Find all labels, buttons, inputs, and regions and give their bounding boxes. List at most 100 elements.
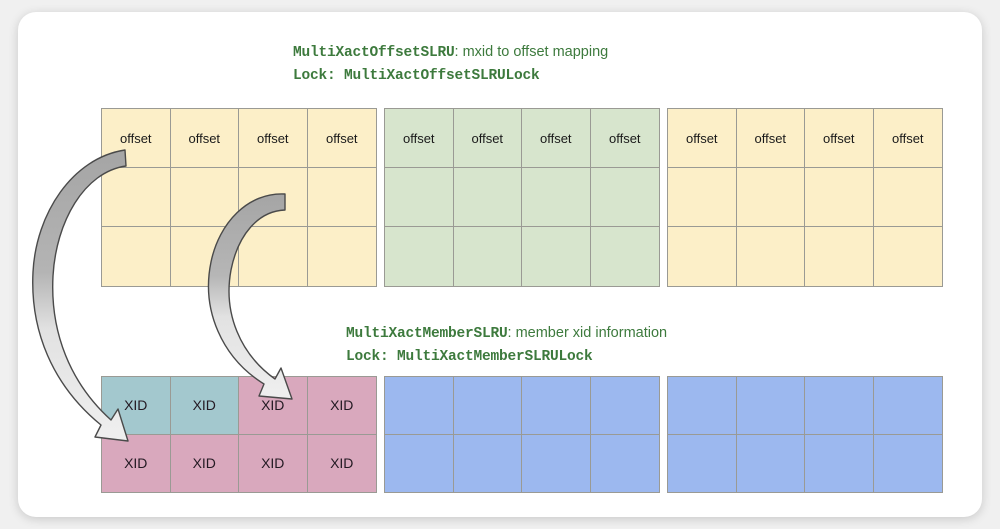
page-row: offset offset offset offset: [385, 109, 659, 168]
member-cell[interactable]: XID: [170, 377, 239, 435]
offset-cell[interactable]: offset: [668, 227, 737, 286]
member-cell[interactable]: [805, 377, 874, 435]
offset-cell[interactable]: offset: [170, 227, 239, 286]
member-cell[interactable]: [453, 434, 522, 492]
offset-cell[interactable]: offset: [736, 227, 805, 286]
member-cell[interactable]: [668, 377, 737, 435]
offset-block-2: offsetoffsetoffsetoffsetoffsetoffsetoffs…: [384, 108, 660, 287]
member-cell[interactable]: XID: [170, 434, 239, 492]
offset-cell[interactable]: offset: [102, 109, 171, 168]
page-row: [385, 377, 659, 435]
offset-cell[interactable]: offset: [873, 109, 942, 168]
offset-block-1: offsetoffsetoffsetoffsetoffsetoffsetoffs…: [101, 108, 377, 287]
member-cell[interactable]: [522, 434, 591, 492]
offset-cell[interactable]: offset: [307, 109, 376, 168]
offset-cell[interactable]: offset: [522, 227, 591, 286]
offset-cell[interactable]: offset: [805, 227, 874, 286]
offset-cell[interactable]: offset: [668, 109, 737, 168]
page-row: XID XID XID XID: [102, 377, 376, 435]
member-cell[interactable]: [522, 377, 591, 435]
member-block-3: [667, 376, 943, 493]
offset-cell-label: offset: [754, 130, 787, 146]
offset-cell-label: offset: [685, 130, 718, 146]
offset-cell[interactable]: offset: [239, 227, 308, 286]
member-slru-title-line: MultiXactMemberSLRU: member xid informat…: [346, 322, 667, 345]
offset-cell-label: offset: [402, 130, 435, 146]
member-cell[interactable]: [805, 434, 874, 492]
offset-cell-label: offset: [325, 130, 358, 146]
member-slru-heading: MultiXactMemberSLRU: member xid informat…: [346, 322, 667, 368]
member-cell[interactable]: [590, 377, 659, 435]
offset-cell[interactable]: offset: [873, 227, 942, 286]
member-cell[interactable]: [873, 377, 942, 435]
offset-cell-label: offset: [822, 130, 855, 146]
offset-cell[interactable]: offset: [522, 168, 591, 227]
member-cell-label: XID: [261, 397, 285, 414]
member-cell-label: XID: [124, 397, 148, 414]
offset-cell[interactable]: offset: [239, 109, 308, 168]
offset-slru-lock-line: Lock: MultiXactOffsetSLRULock: [293, 64, 608, 87]
offset-cell[interactable]: offset: [590, 109, 659, 168]
member-cell[interactable]: [736, 434, 805, 492]
offset-cell[interactable]: offset: [873, 168, 942, 227]
page-row: offset offset offset offset: [668, 109, 942, 168]
member-cell[interactable]: XID: [239, 434, 308, 492]
offset-cell[interactable]: offset: [805, 168, 874, 227]
member-cell-label: XID: [192, 455, 216, 472]
offset-cell[interactable]: offset: [239, 168, 308, 227]
offset-cell[interactable]: offset: [385, 168, 454, 227]
offset-cell[interactable]: offset: [385, 227, 454, 286]
offset-cell[interactable]: offset: [102, 168, 171, 227]
offset-slru-lock-prefix: Lock:: [293, 68, 345, 84]
offset-slru-name: MultiXactOffsetSLRU: [293, 45, 455, 61]
offset-cell[interactable]: offset: [102, 227, 171, 286]
offset-cell[interactable]: offset: [590, 168, 659, 227]
offset-cell[interactable]: offset: [805, 109, 874, 168]
offset-cell[interactable]: offset: [453, 168, 522, 227]
offset-cell-label: offset: [539, 130, 572, 146]
offset-cell[interactable]: offset: [453, 109, 522, 168]
offset-cell[interactable]: offset: [736, 168, 805, 227]
member-slru-lock-prefix: Lock:: [346, 349, 398, 365]
member-slru-description: : member xid information: [507, 325, 668, 341]
member-cell[interactable]: XID: [307, 434, 376, 492]
offset-cell-label: offset: [256, 130, 289, 146]
offset-cell[interactable]: offset: [453, 227, 522, 286]
offset-block-3: offsetoffsetoffsetoffsetoffsetoffsetoffs…: [667, 108, 943, 287]
offset-cell[interactable]: offset: [307, 227, 376, 286]
member-cell[interactable]: [668, 434, 737, 492]
offset-cell[interactable]: offset: [170, 168, 239, 227]
member-cell[interactable]: [873, 434, 942, 492]
member-cell[interactable]: XID: [239, 377, 308, 435]
page-row: [668, 377, 942, 435]
page-row: [385, 434, 659, 492]
offset-cell[interactable]: offset: [522, 109, 591, 168]
offset-slru-lock-name: MultiXactOffsetSLRULock: [344, 68, 540, 84]
member-cell-label: XID: [330, 455, 354, 472]
offset-slru-title-line: MultiXactOffsetSLRU: mxid to offset mapp…: [293, 41, 608, 64]
offset-cell[interactable]: offset: [668, 168, 737, 227]
member-cell[interactable]: [385, 377, 454, 435]
member-cell[interactable]: [385, 434, 454, 492]
offset-cell[interactable]: offset: [385, 109, 454, 168]
member-cell[interactable]: XID: [307, 377, 376, 435]
member-cell[interactable]: [453, 377, 522, 435]
offset-cell-label: offset: [608, 130, 641, 146]
offset-cell-label: offset: [471, 130, 504, 146]
member-cell[interactable]: [590, 434, 659, 492]
offset-cell[interactable]: offset: [307, 168, 376, 227]
offset-cell[interactable]: offset: [170, 109, 239, 168]
member-cell[interactable]: [736, 377, 805, 435]
member-cell[interactable]: XID: [102, 434, 171, 492]
member-cell[interactable]: XID: [102, 377, 171, 435]
member-slru-lock-name: MultiXactMemberSLRULock: [397, 349, 593, 365]
offset-cell[interactable]: offset: [736, 109, 805, 168]
member-cell-label: XID: [261, 455, 285, 472]
offset-cell[interactable]: offset: [590, 227, 659, 286]
